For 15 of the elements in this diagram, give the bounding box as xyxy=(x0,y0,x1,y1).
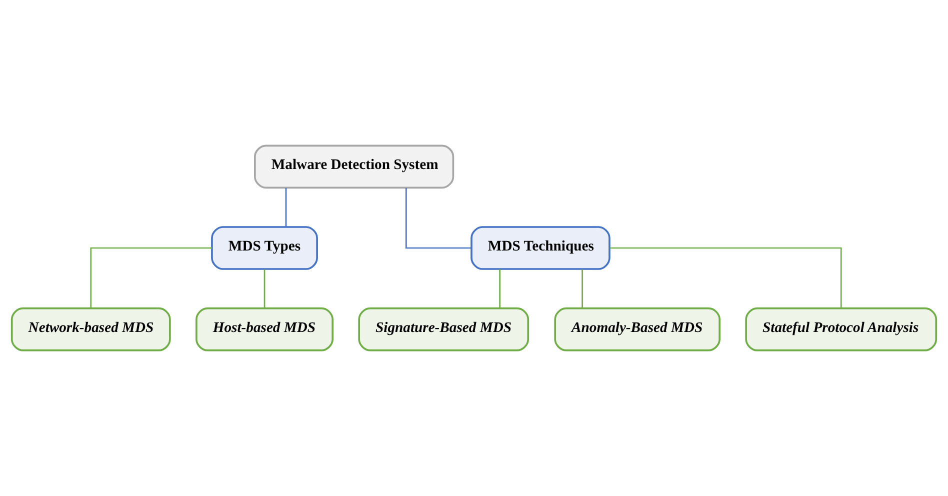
node-box: MDS Types xyxy=(211,226,318,270)
node-box: Network-based MDS xyxy=(10,307,171,352)
connector xyxy=(405,188,472,249)
connector xyxy=(499,269,500,308)
node-box: Stateful Protocol Analysis xyxy=(745,307,938,352)
connector xyxy=(285,188,287,227)
connector xyxy=(90,247,212,308)
node-box: Malware Detection System xyxy=(254,144,454,189)
node-box: Signature-Based MDS xyxy=(358,307,530,352)
node-box: Host-based MDS xyxy=(196,307,334,352)
connector xyxy=(610,247,842,308)
connector xyxy=(582,269,583,308)
node-box: MDS Techniques xyxy=(470,226,610,270)
node-box: Anomaly-Based MDS xyxy=(554,307,720,352)
connector xyxy=(264,269,266,308)
